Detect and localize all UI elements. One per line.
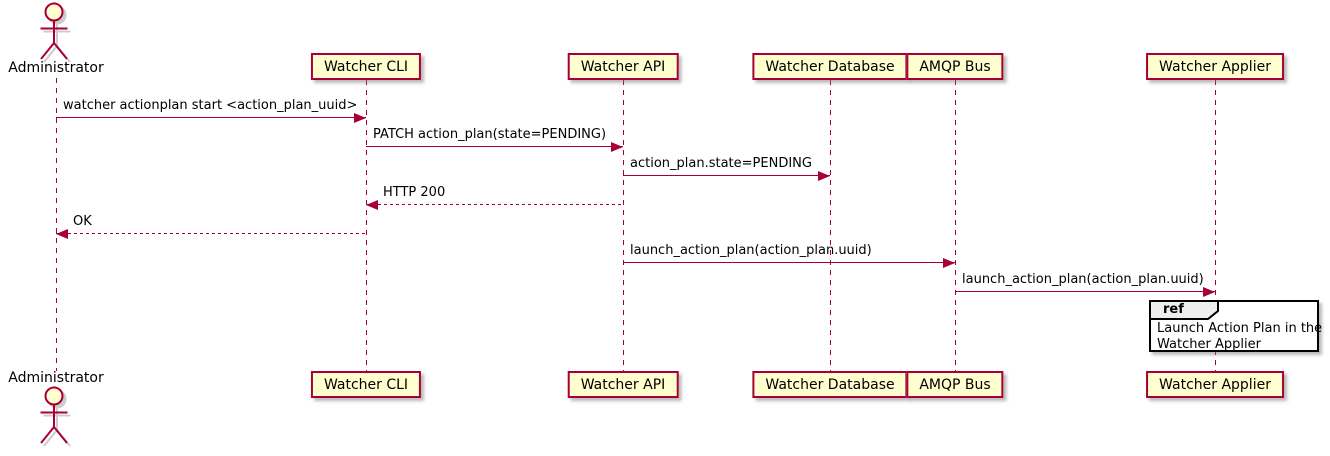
participant-box-top-amqp-bus: AMQP Bus <box>906 53 1004 80</box>
lifeline-watcher-applier <box>1214 80 1216 371</box>
message-line-2 <box>623 175 830 176</box>
message-arrowhead-icon-3 <box>366 199 378 210</box>
participant-box-bottom-watcher-applier: Watcher Applier <box>1146 371 1284 398</box>
participant-box-bottom-watcher-api: Watcher API <box>567 371 679 398</box>
actor-figure-top <box>34 2 78 64</box>
message-arrowhead-icon-4 <box>56 228 68 239</box>
message-arrowhead-icon-2 <box>818 170 830 181</box>
actor-label-top: Administrator <box>8 60 104 76</box>
message-arrowhead-icon-0 <box>354 112 366 123</box>
message-arrowhead-icon-5 <box>943 257 955 268</box>
ref-text-line-1: Watcher Applier <box>1157 337 1261 352</box>
participant-box-top-watcher-api: Watcher API <box>567 53 679 80</box>
participant-box-top-watcher-applier: Watcher Applier <box>1146 53 1284 80</box>
participant-box-bottom-amqp-bus: AMQP Bus <box>906 371 1004 398</box>
message-label-6: launch_action_plan(action_plan.uuid) <box>962 272 1204 287</box>
lifeline-administrator <box>55 78 57 371</box>
message-line-0 <box>56 117 366 118</box>
message-line-6 <box>955 291 1215 292</box>
message-line-5 <box>623 262 955 263</box>
message-label-1: PATCH action_plan(state=PENDING) <box>373 127 607 142</box>
message-label-4: OK <box>73 214 92 229</box>
lifeline-watcher-cli <box>365 80 367 371</box>
message-line-1 <box>366 146 623 147</box>
ref-keyword: ref <box>1163 302 1184 317</box>
participant-box-top-watcher-database: Watcher Database <box>752 53 908 80</box>
message-label-2: action_plan.state=PENDING <box>630 156 812 171</box>
lifeline-watcher-database <box>829 80 831 371</box>
message-label-3: HTTP 200 <box>383 185 446 200</box>
participant-box-top-watcher-cli: Watcher CLI <box>310 53 422 80</box>
message-label-5: launch_action_plan(action_plan.uuid) <box>630 243 872 258</box>
actor-figure-icon <box>40 2 71 63</box>
ref-text-line-0: Launch Action Plan in the <box>1157 321 1323 336</box>
message-arrowhead-icon-1 <box>611 141 623 152</box>
ref-header-pentagon <box>1149 300 1221 325</box>
message-label-0: watcher actionplan start <action_plan_uu… <box>63 98 358 113</box>
message-line-4 <box>56 233 366 234</box>
actor-label-bottom: Administrator <box>8 370 104 386</box>
message-arrowhead-icon-6 <box>1203 286 1215 297</box>
actor-figure-bottom <box>34 386 78 448</box>
participant-box-bottom-watcher-database: Watcher Database <box>752 371 908 398</box>
participant-box-bottom-watcher-cli: Watcher CLI <box>310 371 422 398</box>
message-line-3 <box>366 204 623 205</box>
lifeline-watcher-api <box>622 80 624 371</box>
lifeline-amqp-bus <box>954 80 956 371</box>
actor-figure-icon <box>40 386 71 447</box>
